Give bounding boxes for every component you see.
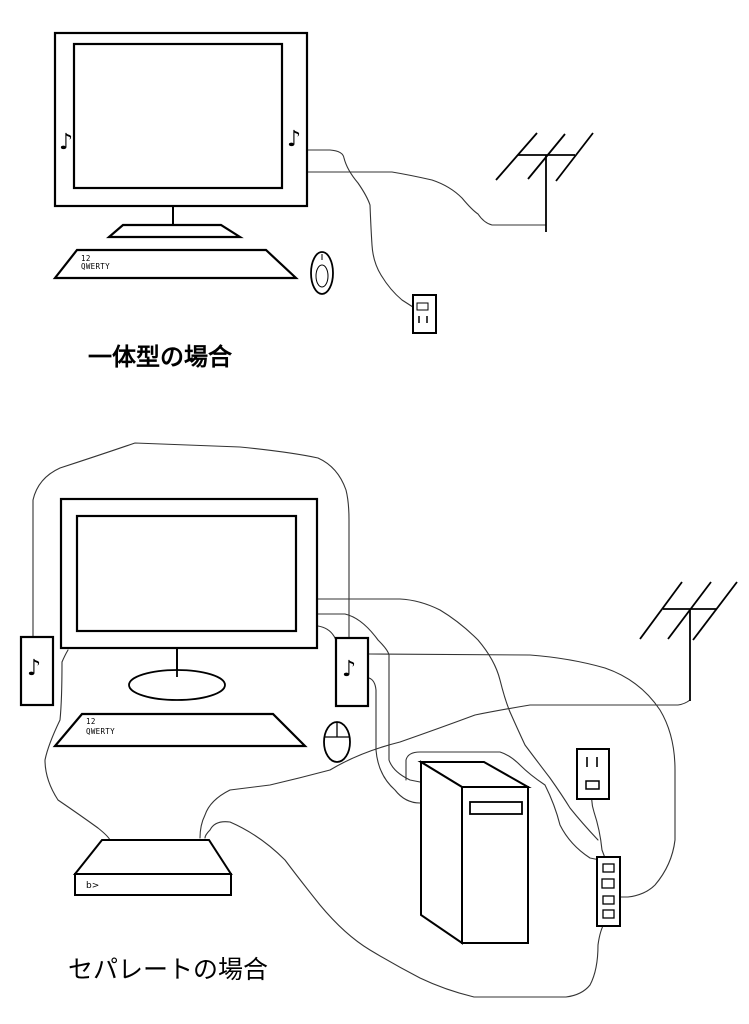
keyboard-label-line1: 12 [81,254,91,263]
strip-socket [602,863,615,873]
cable-speaker-loop [32,442,350,639]
wall-outlet-icon [412,294,437,334]
keyboard-separate-line1: 12 [86,717,96,726]
cable-speaker-to-tower [368,677,421,804]
wall-outlet-separate-icon [576,748,610,800]
keyboard-label-line2: QWERTY [81,262,110,271]
speaker-right-icon: ♪ [287,127,301,152]
monitor-stand-base [106,223,244,239]
keyboard-separate[interactable] [52,712,308,748]
strip-socket [601,878,615,889]
mouse-separate-icon[interactable] [323,721,351,763]
section-separate: ♪ ♪ 12 QWERTY b> [19,442,738,998]
cable-monitor-to-tower [317,613,421,783]
cable-speaker-to-antenna [368,653,676,898]
cable-monitor-to-antenna [306,171,547,226]
strip-socket [602,909,615,919]
section-all-in-one: ♪ ♪ 12 QWERTY 一体型の場 [52,31,594,371]
cable-strip-to-bd [204,821,606,998]
monitor-screen-separate [75,514,298,633]
cable-antenna-to-bd [199,699,691,839]
right-speaker [334,636,370,708]
cable-monitor-to-router [317,598,599,841]
bd-recorder [72,839,233,896]
keyboard-separate-line2: QWERTY [86,727,115,736]
left-speaker-icon: ♪ [27,656,41,681]
cable-monitor-to-bd [44,649,111,841]
right-speaker-icon: ♪ [342,657,356,682]
left-speaker [19,635,55,707]
pc-tower [417,760,532,945]
pc-tower-drive-bay [469,801,523,815]
antenna-separate-icon [639,581,738,701]
monitor-screen [72,42,284,190]
cable-monitor-to-outlet [306,149,417,310]
caption-separate: セパレートの場合 [68,955,268,984]
mouse-icon[interactable] [310,251,334,295]
speaker-left-icon: ♪ [59,130,73,155]
cable-tower-to-strip [405,751,601,861]
power-strip [596,856,621,927]
antenna-icon [495,132,594,232]
caption-all-in-one: 一体型の場合 [88,343,233,371]
keyboard[interactable] [52,248,299,280]
bd-recorder-label: b> [86,881,99,891]
strip-socket [602,895,615,905]
